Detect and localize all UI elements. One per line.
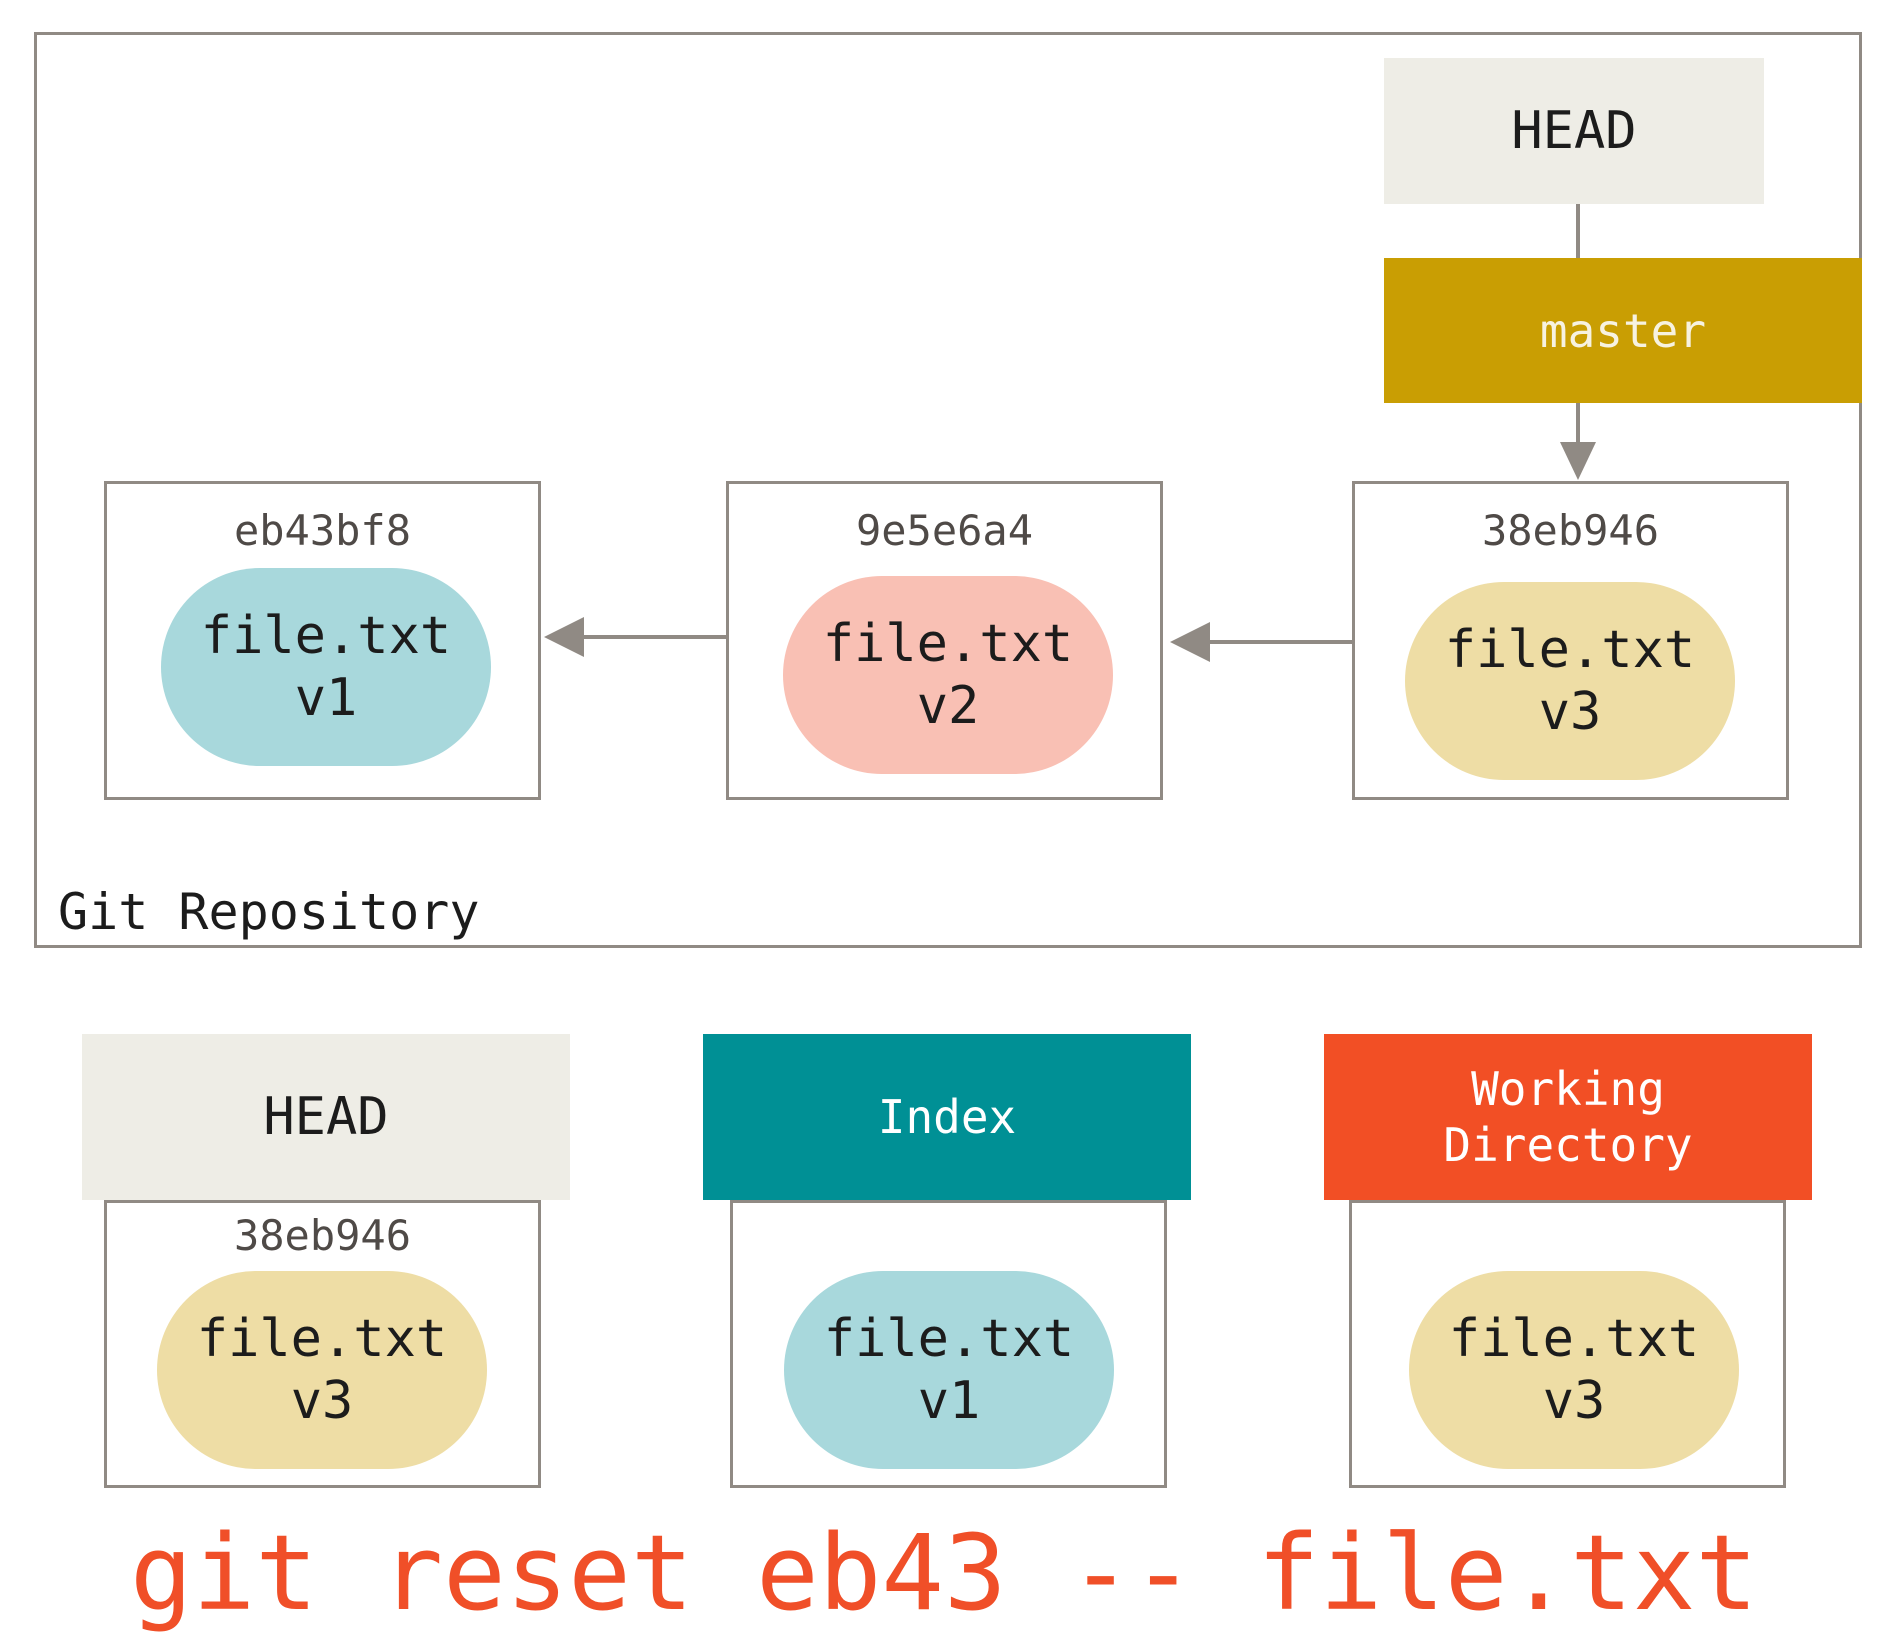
file-name: file.txt — [1444, 620, 1696, 680]
commit-box: 9e5e6a4 file.txt v2 — [726, 481, 1163, 800]
commit-box: 38eb946 file.txt v3 — [1352, 481, 1789, 800]
file-blob: file.txt v3 — [157, 1271, 487, 1469]
file-name: file.txt — [823, 1309, 1075, 1369]
head-pointer: HEAD — [1384, 58, 1764, 204]
file-name: file.txt — [1448, 1309, 1700, 1369]
command-text: git reset eb43 -- file.txt — [130, 1512, 1758, 1634]
repository-frame — [34, 32, 1862, 948]
commit-sha: 38eb946 — [1481, 506, 1659, 555]
commit-sha: 9e5e6a4 — [855, 506, 1033, 555]
file-name: file.txt — [822, 614, 1074, 674]
head-tree-box: 38eb946 file.txt v3 — [104, 1200, 541, 1488]
file-version: v3 — [1538, 682, 1602, 742]
file-version: v3 — [1542, 1371, 1606, 1431]
working-directory-box: file.txt v3 — [1349, 1200, 1786, 1488]
file-blob: file.txt v3 — [1405, 582, 1735, 780]
file-blob: file.txt v1 — [161, 568, 491, 766]
file-version: v3 — [290, 1371, 354, 1431]
file-version: v1 — [294, 668, 358, 728]
file-blob: file.txt v3 — [1409, 1271, 1739, 1469]
head-tree-header: HEAD — [82, 1034, 570, 1200]
commit-box: eb43bf8 file.txt v1 — [104, 481, 541, 800]
master-arrowhead — [1560, 442, 1596, 480]
commit2-arrowhead — [544, 617, 584, 657]
file-version: v2 — [916, 676, 980, 736]
working-directory-title-line1: Working — [1471, 1062, 1665, 1116]
commit-sha: eb43bf8 — [233, 506, 411, 555]
index-header: Index — [703, 1034, 1191, 1200]
file-blob: file.txt v2 — [783, 576, 1113, 774]
file-blob: file.txt v1 — [784, 1271, 1114, 1469]
working-directory-header: Working Directory — [1324, 1034, 1812, 1200]
repository-label: Git Repository — [58, 883, 480, 941]
file-name: file.txt — [200, 606, 452, 666]
index-box: file.txt v1 — [730, 1200, 1167, 1488]
file-version: v1 — [917, 1371, 981, 1431]
file-name: file.txt — [196, 1309, 448, 1369]
working-directory-title-line2: Directory — [1443, 1118, 1693, 1172]
master-branch: master — [1384, 258, 1862, 403]
commit3-arrowhead — [1170, 622, 1210, 662]
commit-sha: 38eb946 — [233, 1211, 411, 1260]
